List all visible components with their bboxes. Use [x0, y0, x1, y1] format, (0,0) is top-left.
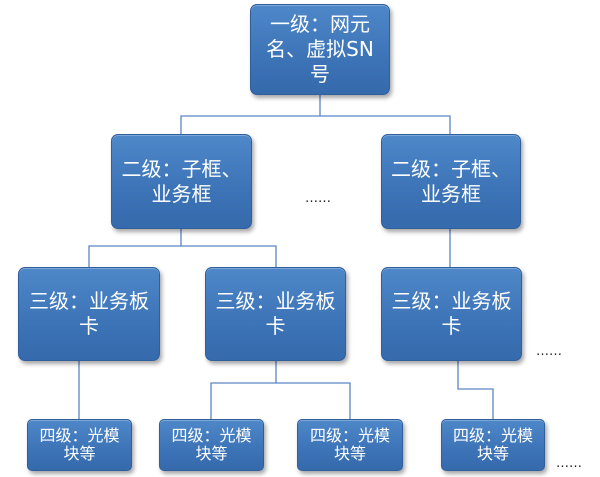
node-level2-subrack-b: 二级：子框、业务框: [381, 134, 521, 229]
node-level4-module-c: 四级：光模块等: [297, 419, 403, 471]
ellipsis-level4: ……: [556, 456, 582, 471]
connector-l2a-l3b: [181, 245, 277, 267]
node-level2-subrack-a: 二级：子框、业务框: [111, 134, 252, 229]
connector-l1-l2a: [180, 95, 321, 134]
connector-l1-l2b: [320, 115, 451, 134]
connector-l3b-l4c: [276, 382, 351, 419]
node-level4-module-a: 四级：光模块等: [27, 419, 132, 471]
node-level1-network-element: 一级：网元名、虚拟SN号: [250, 4, 390, 95]
node-level3-board-b: 三级：业务板卡: [205, 267, 346, 361]
node-level4-module-d: 四级：光模块等: [441, 419, 545, 471]
ellipsis-level3: ……: [536, 344, 562, 359]
node-level3-board-a: 三级：业务板卡: [18, 267, 160, 361]
connector-l2a-l3a: [88, 229, 182, 267]
connector-l3c-l4d: [457, 361, 494, 419]
node-level3-board-c: 三级：业务板卡: [381, 267, 522, 361]
ellipsis-level2: ……: [305, 191, 331, 206]
connector-l3b-l4b: [210, 361, 277, 419]
node-level4-module-b: 四级：光模块等: [159, 419, 264, 471]
